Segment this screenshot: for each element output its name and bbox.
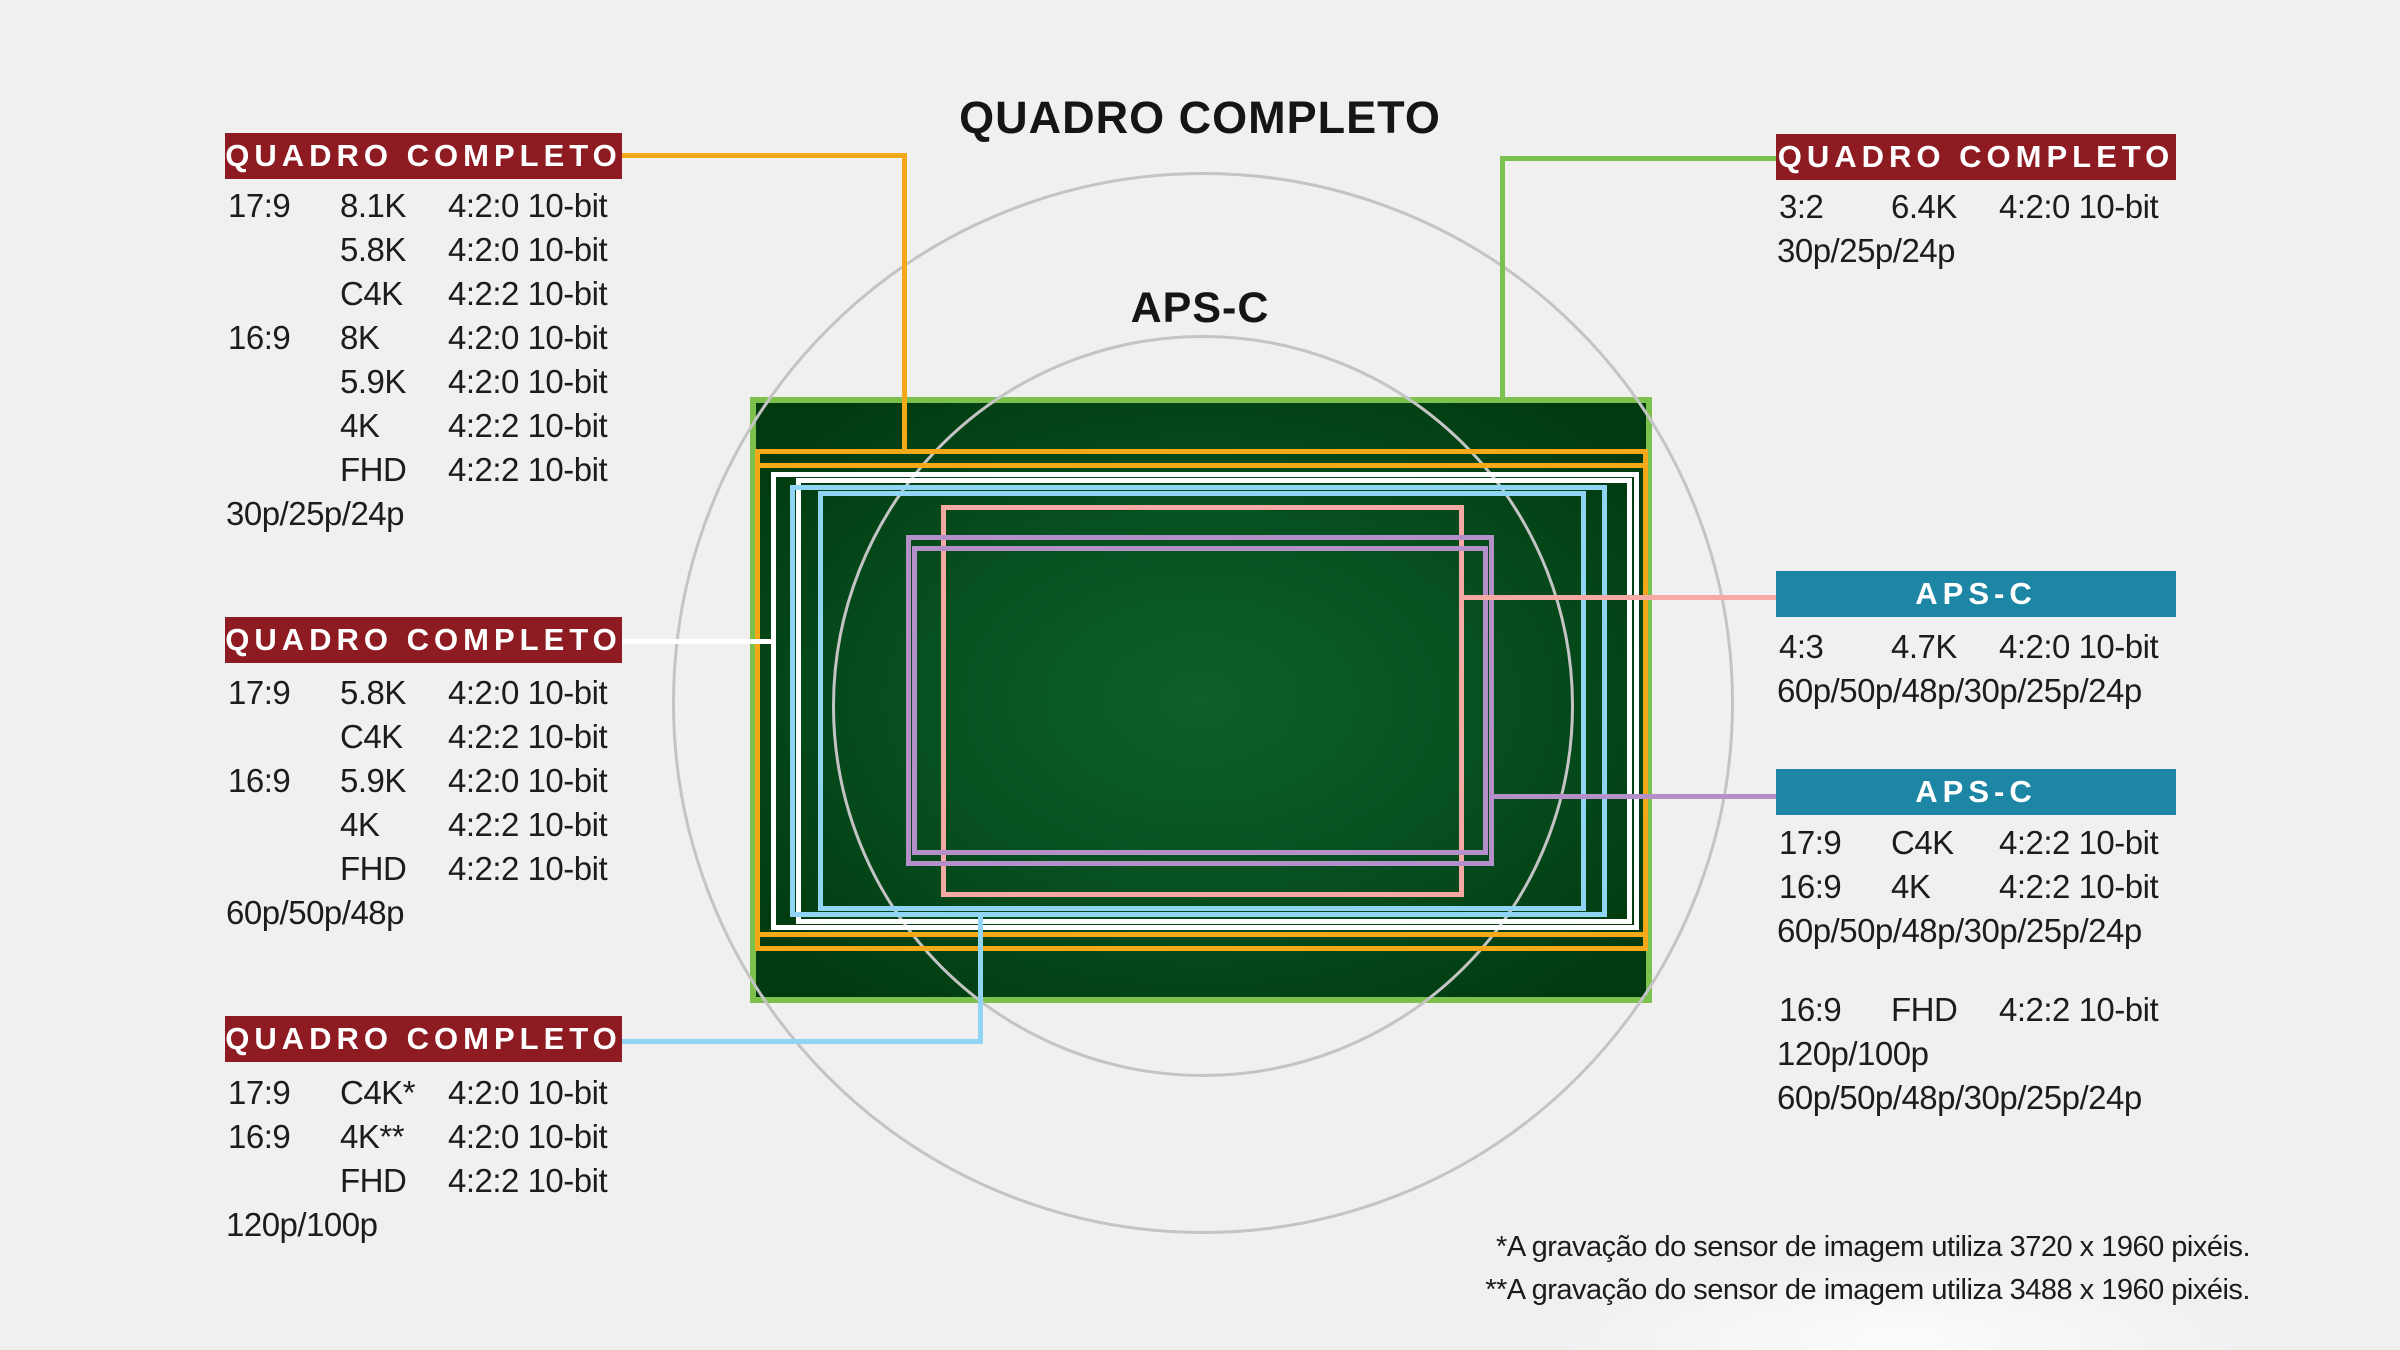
fullframe-header-bottom-left: QUADRO COMPLETO bbox=[225, 1016, 622, 1062]
watermark-smudge bbox=[1550, 1260, 2250, 1350]
frame-fullframe-sq-17-9 bbox=[771, 472, 1639, 930]
fullframe-header-label: QUADRO COMPLETO bbox=[1777, 139, 2175, 174]
apsc-header-label: APS-C bbox=[1915, 774, 2037, 809]
footnote-line: *A gravação do sensor de imagem utiliza … bbox=[1496, 1231, 2250, 1263]
apsc-header-right-1: APS-C bbox=[1776, 571, 2176, 617]
fullframe-header-label: QUADRO COMPLETO bbox=[225, 138, 622, 173]
table-footer: 30p/25p/24p bbox=[1777, 232, 1956, 269]
table-footer: 60p/50p/48p/30p/25p/24p bbox=[1777, 1079, 2142, 1116]
footnotes: *A gravação do sensor de imagem utiliza … bbox=[1485, 1226, 2250, 1312]
fullframe-header-top-left: QUADRO COMPLETO bbox=[225, 133, 622, 179]
fullframe-header-label: QUADRO COMPLETO bbox=[225, 1021, 622, 1056]
connector-blue-horizontal bbox=[622, 1039, 983, 1044]
connector-purple-horizontal bbox=[1492, 794, 1778, 799]
frame-fullframe-hfr-17-9 bbox=[790, 485, 1607, 917]
table-footer: 120p/100p bbox=[1777, 1035, 1929, 1072]
apsc-header-label: APS-C bbox=[1915, 576, 2037, 611]
fullframe-header-label: QUADRO COMPLETO bbox=[225, 622, 622, 657]
full-frame-image-circle bbox=[672, 172, 1734, 1234]
frame-apsc-17-9 bbox=[912, 546, 1488, 855]
connector-yellow-vertical bbox=[902, 153, 907, 452]
connector-blue-vertical bbox=[978, 915, 983, 1044]
frame-apsc-16-9 bbox=[906, 535, 1494, 866]
apsc-image-circle bbox=[832, 335, 1574, 1077]
connector-pink-horizontal bbox=[1462, 595, 1778, 600]
apsc-zone-label: APS-C bbox=[1130, 284, 1270, 332]
connector-yellow-horizontal bbox=[622, 153, 907, 158]
table-footer: 60p/50p/48p bbox=[226, 894, 405, 931]
footnote-line: **A gravação do sensor de imagem utiliza… bbox=[1485, 1274, 2250, 1306]
frame-fullframe-hfr-16-9 bbox=[818, 491, 1586, 911]
table-footer: 60p/50p/48p/30p/25p/24p bbox=[1777, 912, 2142, 949]
connector-green-vertical bbox=[1500, 156, 1505, 402]
frame-apsc-4-3 bbox=[941, 505, 1464, 897]
connector-white-horizontal bbox=[622, 639, 774, 644]
diagram-title: QUADRO COMPLETO bbox=[959, 92, 1441, 143]
table-footer: 120p/100p bbox=[226, 1206, 378, 1243]
fullframe-header-top-right: QUADRO COMPLETO bbox=[1776, 134, 2176, 180]
frame-fullframe-17-9 bbox=[755, 463, 1648, 937]
frame-fullframe-sq-16-9 bbox=[796, 478, 1632, 924]
apsc-header-right-2: APS-C bbox=[1776, 769, 2176, 815]
connector-green-horizontal bbox=[1500, 156, 1778, 161]
table-footer: 60p/50p/48p/30p/25p/24p bbox=[1777, 672, 2142, 709]
table-footer: 30p/25p/24p bbox=[226, 495, 405, 532]
fullframe-header-mid-left: QUADRO COMPLETO bbox=[225, 617, 622, 663]
